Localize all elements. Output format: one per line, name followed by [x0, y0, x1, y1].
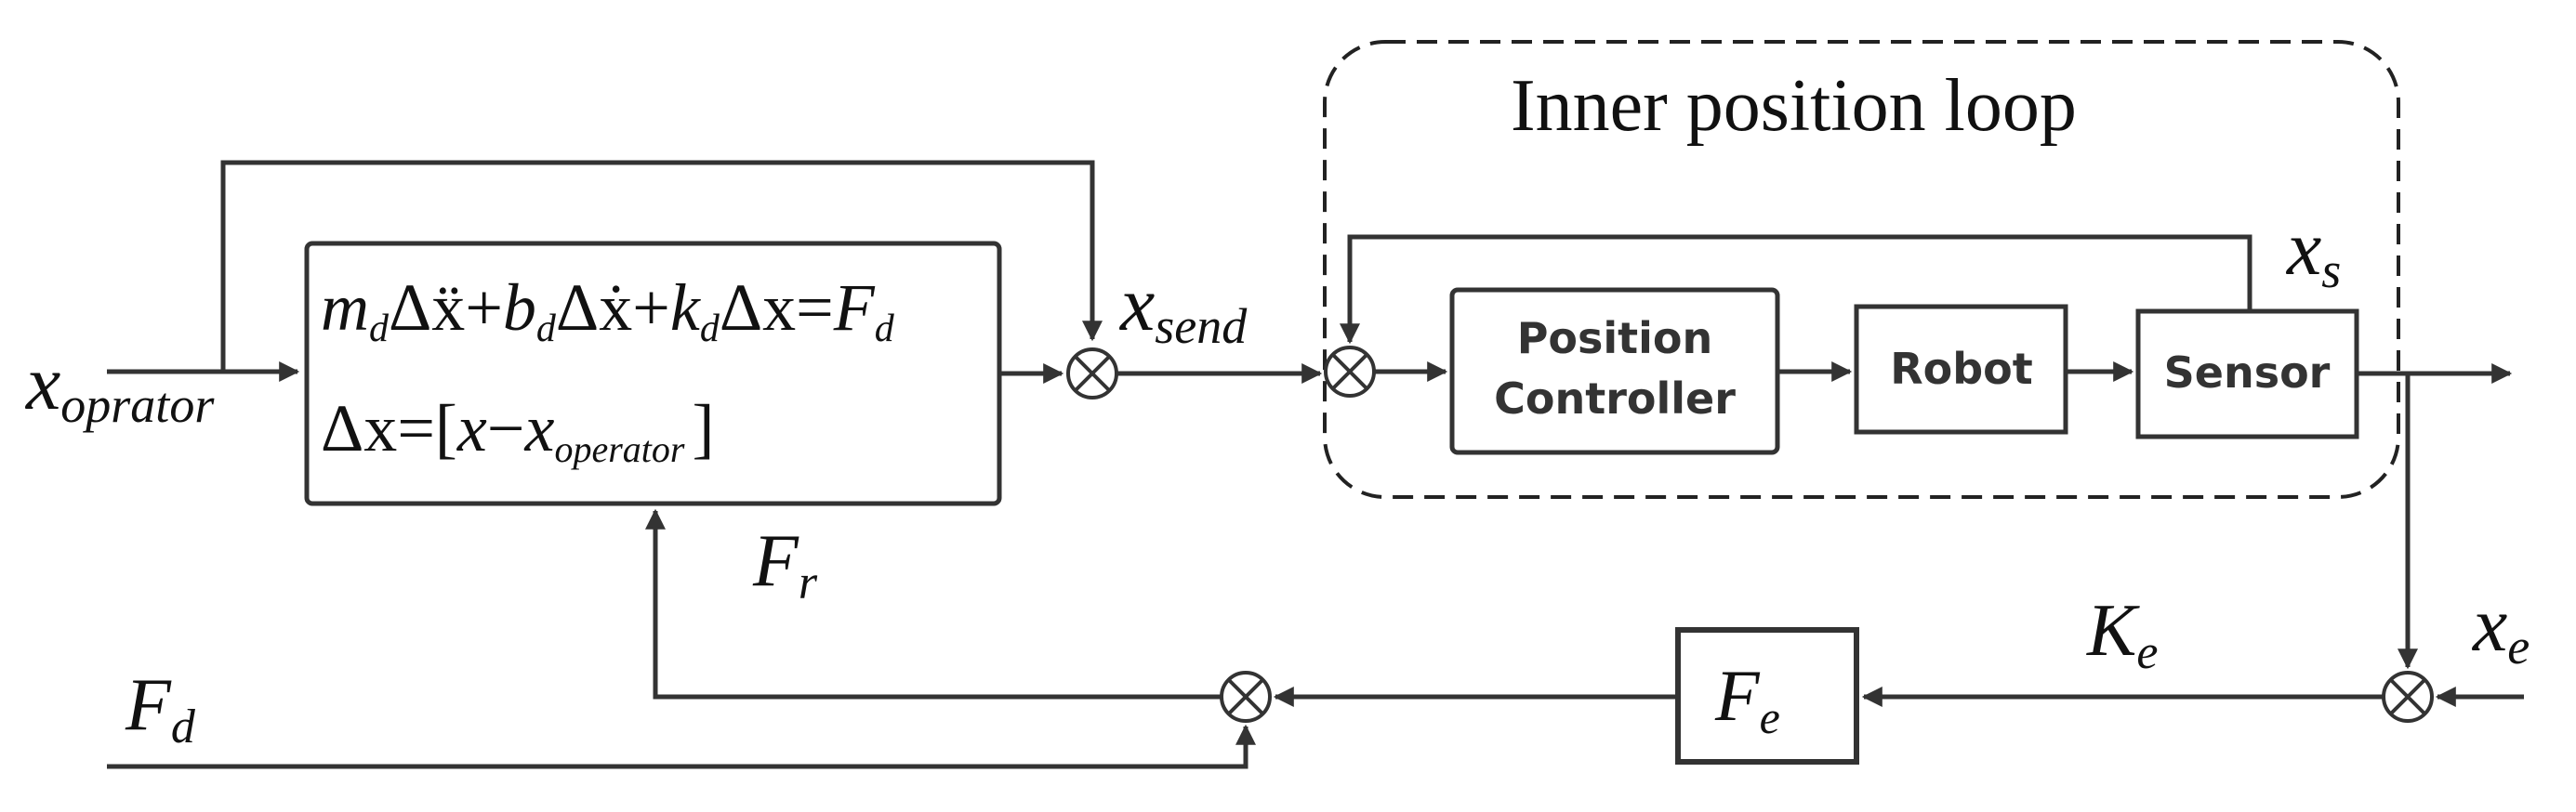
summing-junction-xe: [2382, 671, 2434, 723]
summing-junction-force: [1220, 671, 1272, 723]
delta-x-definition: Δx=[x−xoperator]: [321, 391, 714, 470]
inner-loop-boundary: [1323, 40, 2400, 499]
robot-block: [1854, 304, 2068, 435]
k-e-label: Ke: [2086, 590, 2158, 679]
x-operator-label: xoprator: [24, 340, 215, 433]
fe-label: Fe: [1714, 655, 1780, 743]
inner-loop-title: Inner position loop: [1511, 65, 2077, 147]
signal-lines: [107, 160, 2524, 769]
position-controller-label-line1: Position: [1517, 313, 1713, 363]
admittance-equation: mdΔẍ+bdΔẋ+kdΔx=Fd: [321, 270, 895, 350]
robot-label: Robot: [1890, 344, 2033, 394]
f-r-label: Fr: [752, 520, 818, 609]
x-s-label: xs: [2285, 205, 2341, 298]
x-send-label: xsend: [1118, 261, 1248, 354]
x-e-label: xe: [2471, 582, 2530, 674]
summing-junction-inner: [1324, 346, 1376, 398]
summing-junction-xsend: [1066, 347, 1118, 399]
fe-block: [1675, 627, 1859, 765]
position-controller-label-line2: Controller: [1494, 373, 1736, 424]
f-d-label: Fd: [125, 664, 196, 753]
sensor-label: Sensor: [2164, 347, 2331, 398]
